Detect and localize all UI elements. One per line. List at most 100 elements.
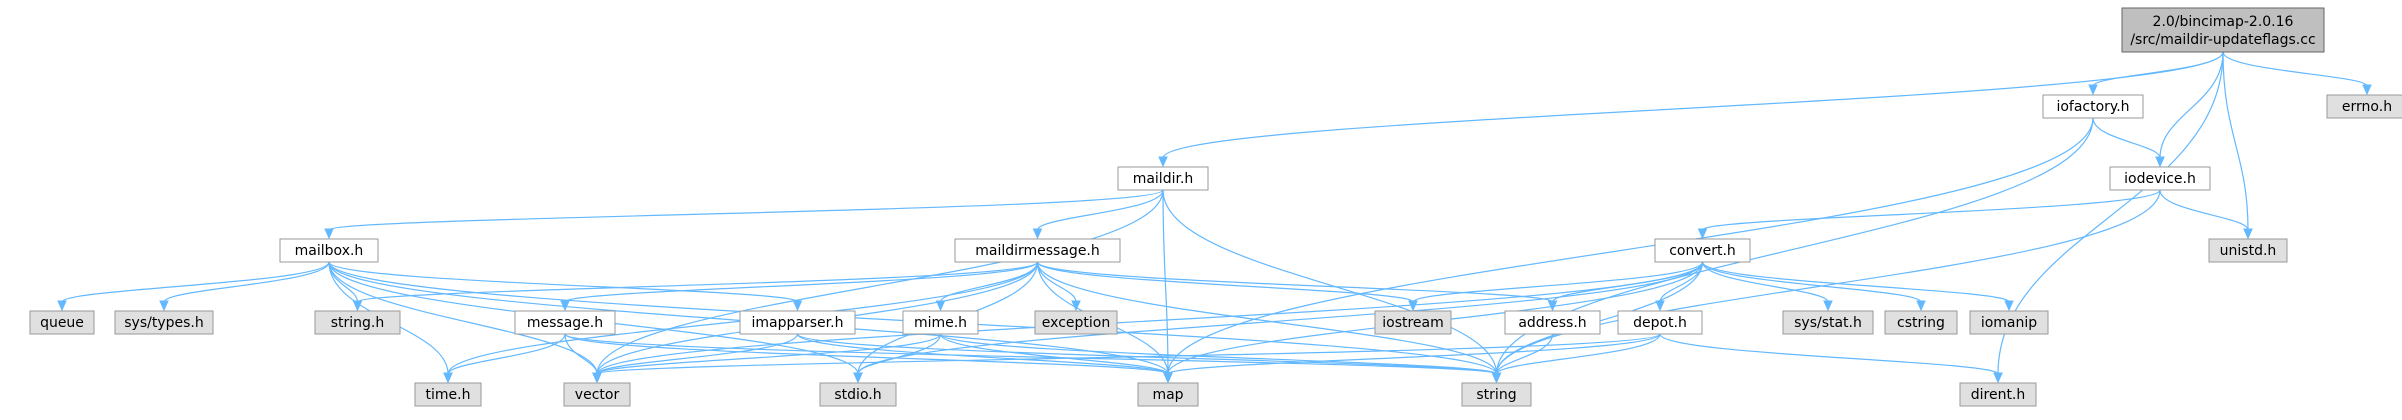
edge-line bbox=[2159, 189, 2249, 231]
node-address-box bbox=[1504, 310, 1601, 335]
edge-line bbox=[2092, 117, 2161, 159]
node-iostream[interactable]: iostream bbox=[1374, 310, 1452, 335]
edge-mailbox-to-imapparser bbox=[328, 261, 803, 312]
edge-line bbox=[1162, 189, 1498, 375]
node-mime-box bbox=[902, 310, 979, 335]
edge-mime-to-stdio bbox=[853, 333, 942, 384]
edge-arrowhead bbox=[324, 228, 334, 240]
edge-root-to-iodevice bbox=[2155, 51, 2224, 168]
edge-arrowhead bbox=[1032, 228, 1043, 240]
node-errno-label: errno.h bbox=[2342, 99, 2392, 115]
node-dirent[interactable]: dirent.h bbox=[1959, 382, 2037, 407]
node-convert[interactable]: convert.h bbox=[1654, 238, 1751, 263]
edge-line bbox=[796, 333, 1169, 375]
edge-arrowhead bbox=[792, 300, 803, 312]
edge-line bbox=[2159, 51, 2224, 159]
node-stdio-label: stdio.h bbox=[834, 387, 881, 403]
edge-maildirmessage-to-iostream bbox=[1036, 261, 1418, 312]
node-depot[interactable]: depot.h bbox=[1617, 310, 1703, 335]
node-time-box bbox=[414, 382, 482, 407]
node-vector-label: vector bbox=[575, 387, 620, 403]
node-mailbox-label: mailbox.h bbox=[295, 243, 364, 259]
edge-line bbox=[1036, 261, 1414, 303]
node-iofactory-box bbox=[2042, 94, 2144, 119]
node-maildirmessage[interactable]: maildirmessage.h bbox=[954, 238, 1121, 263]
node-address[interactable]: address.h bbox=[1504, 310, 1601, 335]
edge-line bbox=[1167, 333, 1661, 375]
node-message-label: message.h bbox=[527, 315, 603, 331]
edge-line bbox=[939, 333, 1169, 375]
node-string-label: string bbox=[1476, 387, 1516, 403]
node-maildir[interactable]: maildir.h bbox=[1117, 166, 1209, 191]
edge-line bbox=[596, 333, 1661, 375]
node-iofactory[interactable]: iofactory.h bbox=[2042, 94, 2144, 119]
edge-line bbox=[1162, 189, 1169, 375]
node-stdio-box bbox=[819, 382, 897, 407]
edge-line bbox=[939, 333, 1498, 375]
node-imapparser[interactable]: imapparser.h bbox=[739, 310, 856, 335]
node-iostream-label: iostream bbox=[1382, 315, 1444, 331]
node-time[interactable]: time.h bbox=[414, 382, 482, 407]
edge-convert-to-cstring bbox=[1701, 261, 1926, 312]
edge-iodevice-to-convert bbox=[1697, 189, 2161, 240]
edge-line bbox=[596, 189, 1164, 375]
node-dirent-label: dirent.h bbox=[1971, 387, 2026, 403]
edge-mailbox-to-systypes bbox=[159, 261, 330, 312]
node-message[interactable]: message.h bbox=[514, 310, 616, 335]
edge-arrowhead bbox=[352, 300, 363, 312]
node-stdio[interactable]: stdio.h bbox=[819, 382, 897, 407]
node-root-line2: /src/maildir-updateflags.cc bbox=[2130, 32, 2315, 48]
node-mime[interactable]: mime.h bbox=[902, 310, 979, 335]
node-stringh[interactable]: string.h bbox=[314, 310, 401, 335]
edge-line bbox=[1162, 51, 2224, 159]
node-maildir-box bbox=[1117, 166, 1209, 191]
edge-line bbox=[596, 333, 942, 375]
edge-arrowhead bbox=[1158, 156, 1168, 168]
edge-iofactory-to-iodevice bbox=[2092, 117, 2165, 168]
edge-depot-to-map bbox=[1163, 333, 1661, 384]
node-mime-label: mime.h bbox=[914, 315, 967, 331]
node-unistd[interactable]: unistd.h bbox=[2208, 238, 2288, 263]
node-exception[interactable]: exception bbox=[1034, 310, 1118, 335]
edge-line bbox=[328, 189, 1164, 231]
node-systypes-box bbox=[114, 310, 214, 335]
node-map[interactable]: map bbox=[1137, 382, 1199, 407]
node-unistd-box bbox=[2208, 238, 2288, 263]
node-systypes[interactable]: sys/types.h bbox=[114, 310, 214, 335]
node-string[interactable]: string bbox=[1461, 382, 1532, 407]
edge-line bbox=[1167, 117, 2094, 375]
node-sysstat[interactable]: sys/stat.h bbox=[1782, 310, 1874, 335]
edge-arrowhead bbox=[1491, 372, 1502, 384]
node-convert-box bbox=[1654, 238, 1751, 263]
node-systypes-label: sys/types.h bbox=[124, 315, 203, 331]
edge-message-to-string bbox=[564, 333, 1502, 384]
edge-line bbox=[1701, 261, 2010, 303]
edge-line bbox=[1659, 333, 1999, 375]
edge-line bbox=[1701, 261, 1922, 303]
edge-maildir-to-map bbox=[1162, 189, 1173, 384]
node-iomanip[interactable]: iomanip bbox=[1969, 310, 2049, 335]
node-queue-label: queue bbox=[40, 315, 84, 331]
edge-line bbox=[1659, 261, 1704, 303]
node-imapparser-box bbox=[739, 310, 856, 335]
node-errno[interactable]: errno.h bbox=[2326, 94, 2402, 119]
edge-arrowhead bbox=[2362, 84, 2372, 96]
node-mailbox[interactable]: mailbox.h bbox=[279, 238, 379, 263]
node-queue[interactable]: queue bbox=[29, 310, 95, 335]
node-time-label: time.h bbox=[426, 387, 471, 403]
node-vector[interactable]: vector bbox=[563, 382, 631, 407]
node-iodevice[interactable]: iodevice.h bbox=[2109, 166, 2211, 191]
edge-message-to-time bbox=[443, 333, 566, 384]
edge-line bbox=[857, 261, 1704, 375]
edge-convert-to-iomanip bbox=[1701, 261, 2014, 312]
edge-line bbox=[163, 261, 330, 303]
edge-root-to-iofactory bbox=[2088, 51, 2224, 96]
node-cstring[interactable]: cstring bbox=[1884, 310, 1958, 335]
edge-imapparser-to-map bbox=[796, 333, 1173, 384]
node-root[interactable]: 2.0/bincimap-2.0.16 /src/maildir-updatef… bbox=[2121, 7, 2325, 53]
edge-arrowhead bbox=[1655, 300, 1665, 312]
edge-line bbox=[564, 333, 1498, 375]
edge-line bbox=[2222, 51, 2249, 231]
edge-line bbox=[564, 333, 598, 375]
node-layer: 2.0/bincimap-2.0.16 /src/maildir-updatef… bbox=[29, 7, 2402, 407]
